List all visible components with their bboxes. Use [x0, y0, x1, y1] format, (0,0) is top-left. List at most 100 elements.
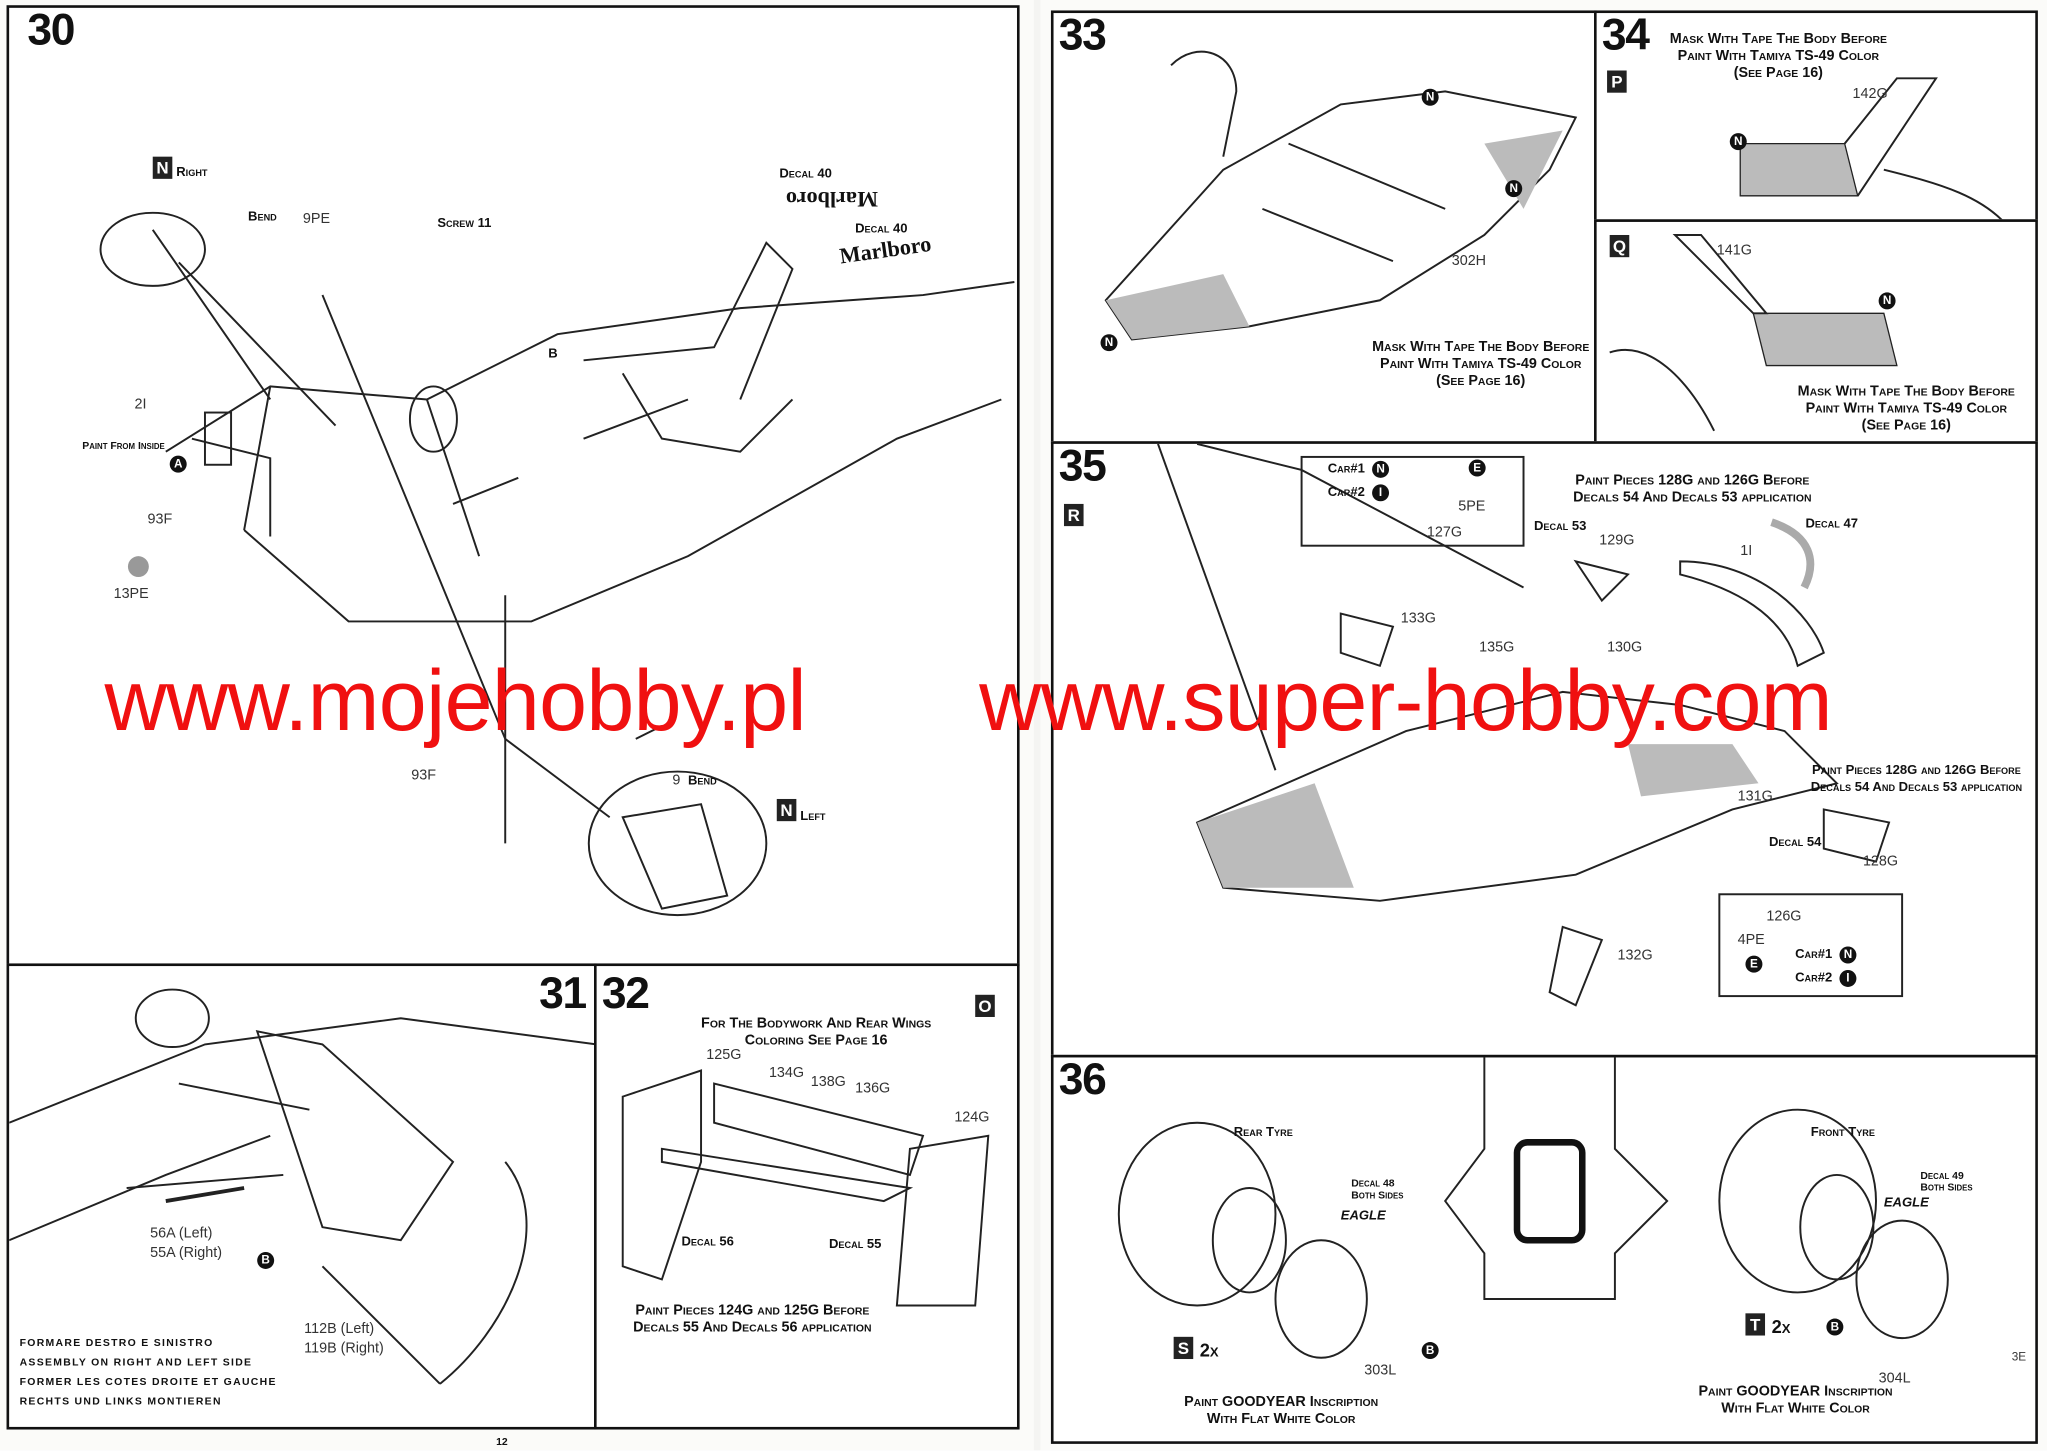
label-decal: Decal 53	[1533, 519, 1587, 534]
part-label: 127G	[1426, 524, 1463, 541]
note-line: With Flat White Color	[1206, 1411, 1356, 1427]
color-circle-n: N	[1100, 334, 1118, 352]
part-label: 56A (Left)	[150, 1225, 213, 1242]
paint-badge-r: R	[1063, 503, 1084, 527]
label-screw: Screw 11	[437, 216, 492, 232]
part-label: 125G	[706, 1047, 742, 1063]
part-label: 119B (Right)	[304, 1340, 384, 1357]
step-number: 33	[1058, 10, 1107, 61]
tyre-logo: EAGLE	[1340, 1208, 1386, 1224]
step-35-panel: 35 R Car#1 N Car#2 I E 5PE 127G Paint Pi…	[1050, 441, 2038, 1058]
step-q-drawing	[1609, 234, 1898, 432]
part-label: 128G	[1862, 853, 1899, 870]
label-decal: Decal 47	[1805, 516, 1858, 532]
paint-badge-n: N	[776, 798, 797, 822]
color-circle-i: I	[1372, 484, 1390, 502]
label-decal: Decal 40	[855, 221, 908, 237]
part-label: 55A (Right)	[150, 1245, 222, 1262]
label-decal: Decal 55	[828, 1237, 882, 1252]
part-label: 136G	[855, 1080, 891, 1097]
part-label: 93F	[411, 767, 436, 784]
note-line: FORMARE DESTRO E SINISTRO	[19, 1336, 214, 1349]
note-line: Paint With Tamiya TS-49 Color	[1677, 48, 1880, 64]
step-number: 35	[1058, 441, 1107, 491]
color-circle-b: B	[1826, 1318, 1844, 1336]
step-31-drawing	[9, 988, 595, 1385]
color-circle-n: N	[1839, 946, 1857, 964]
part-label: 142G	[1852, 86, 1888, 102]
note-line: (See Page 16)	[1733, 65, 1823, 81]
car2-label: Car#2	[1327, 485, 1365, 501]
note-line: Both Sides	[1920, 1181, 1973, 1194]
color-circle-n: N	[1505, 180, 1523, 198]
part-label: 13PE	[113, 586, 149, 602]
label-decal: Decal 56	[681, 1235, 734, 1250]
label-paint-inside: Paint From Inside	[82, 439, 165, 452]
paint-badge-s: S	[1173, 1336, 1194, 1360]
paint-badge-t: T	[1745, 1313, 1766, 1336]
color-circle-n: N	[1372, 460, 1390, 478]
label-bend: Bend	[687, 774, 717, 789]
note-line: Decal 48	[1351, 1177, 1395, 1190]
step-31-panel: 31 56A (Left) 55A (Right) B 112B (Left) …	[6, 963, 597, 1430]
note-line: Mask With Tape The Body Before	[1372, 339, 1590, 356]
note-line: Paint Pieces 128G and 126G Before	[1575, 472, 1810, 489]
part-label: 9PE	[302, 211, 331, 228]
quantity: 2x	[1199, 1339, 1219, 1361]
tyre-logo: EAGLE	[1883, 1195, 1929, 1211]
step-number: 34	[1601, 10, 1650, 61]
part-label: 9	[672, 772, 681, 789]
paint-badge-q: Q	[1609, 234, 1630, 258]
label-left: Left	[800, 809, 826, 824]
note-line: (See Page 16)	[1436, 373, 1526, 390]
car1-label: Car#1	[1327, 462, 1365, 477]
note-line: Paint GOODYEAR Inscription	[1184, 1394, 1379, 1410]
part-label: 138G	[810, 1074, 846, 1091]
note-line: Paint With Tamiya TS-49 Color	[1379, 356, 1582, 373]
part-label: 5PE	[1458, 498, 1486, 515]
marlboro-decal-flipped: Marlboro	[785, 186, 878, 212]
note-line: Decals 54 And Decals 53 application	[1810, 780, 2023, 796]
page-number: 12	[496, 1436, 508, 1448]
quantity: 2x	[1771, 1315, 1791, 1337]
part-label: 124G	[954, 1109, 990, 1126]
note-line: Paint Pieces 124G and 125G Before	[635, 1302, 870, 1319]
car2-label: Car#2	[1795, 971, 1833, 986]
step-number: 36	[1058, 1054, 1107, 1105]
color-circle-b: B	[1421, 1342, 1439, 1360]
front-tyre-title: Front Tyre	[1810, 1125, 1876, 1140]
note-line: With Flat White Color	[1721, 1400, 1870, 1417]
label-b: B	[548, 347, 558, 362]
rear-tyre-title: Rear Tyre	[1233, 1125, 1293, 1140]
paint-badge-o: O	[975, 994, 995, 1017]
color-circle-i: I	[1839, 969, 1857, 987]
label-right: Right	[176, 165, 208, 181]
page-number: 3E	[2011, 1349, 2027, 1363]
part-label: 2I	[134, 396, 147, 413]
note-line: Paint With Tamiya TS-49 Color	[1805, 400, 2007, 417]
note-line: For The Bodywork And Rear Wings	[701, 1015, 932, 1032]
step-number: 32	[601, 968, 650, 1019]
color-circle-n: N	[1729, 133, 1747, 151]
step-35-drawing	[1157, 443, 1904, 1007]
note-line: Decals 55 And Decals 56 application	[633, 1319, 872, 1336]
color-circle-n: N	[1421, 88, 1439, 106]
part-label: 93F	[147, 511, 173, 528]
paint-badge-p: P	[1607, 70, 1627, 93]
part-label: 133G	[1400, 610, 1436, 627]
step-33-drawing	[1104, 50, 1578, 341]
note-line: RECHTS UND LINKS MONTIEREN	[19, 1395, 222, 1408]
watermark-right: www.super-hobby.com	[979, 651, 1832, 749]
